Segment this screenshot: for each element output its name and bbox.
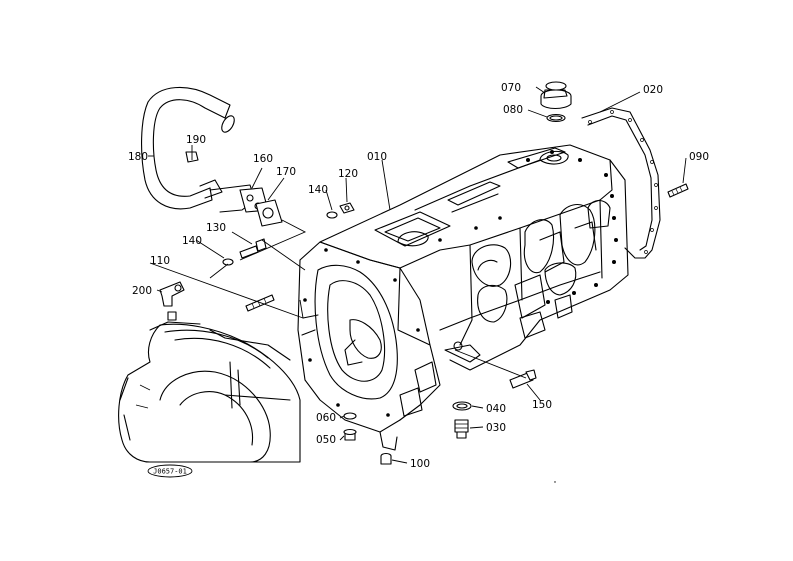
drain-plug-drawing: [452, 401, 472, 439]
bolt-150-drawing: [509, 369, 537, 389]
label-110: 110: [150, 255, 170, 267]
label-010: 010: [367, 151, 387, 163]
label-140-left: 140: [182, 235, 202, 247]
label-130: 130: [206, 222, 226, 234]
stud-090-drawing: [667, 183, 689, 198]
plug-100-drawing: [380, 452, 392, 465]
plug-050-drawing: [343, 412, 357, 441]
gasket-drawing: [581, 107, 661, 259]
label-160: 160: [253, 153, 273, 165]
label-040: 040: [486, 403, 506, 415]
label-100: 100: [410, 458, 430, 470]
label-090: 090: [689, 151, 709, 163]
nut-washer-upper-drawing: [326, 202, 355, 219]
transmission-case-drawing: [297, 144, 629, 451]
part-labels: 010 020 030 040 050 060 070 080 090 100 …: [128, 82, 709, 470]
elbow-fitting-drawing: [159, 281, 185, 307]
gasket-plates-drawing: [239, 187, 283, 227]
label-080: 080: [503, 104, 523, 116]
leader-lines: [148, 86, 687, 464]
bolt-130-drawing: [222, 238, 267, 266]
label-140-upper: 140: [308, 184, 328, 196]
label-050: 050: [316, 434, 336, 446]
breather-hose-drawing: [141, 86, 256, 213]
flywheel-housing-drawing: [118, 311, 301, 463]
label-150: 150: [532, 399, 552, 411]
label-190: 190: [186, 134, 206, 146]
filler-cap-drawing: [540, 81, 572, 123]
label-180: 180: [128, 151, 148, 163]
label-020: 020: [643, 84, 663, 96]
reference-code-badge: J0657-01: [147, 464, 193, 478]
label-200: 200: [132, 285, 152, 297]
reference-code: J0657-01: [153, 468, 187, 476]
label-170: 170: [276, 166, 296, 178]
label-070: 070: [501, 82, 521, 94]
label-120: 120: [338, 168, 358, 180]
label-060: 060: [316, 412, 336, 424]
label-030: 030: [486, 422, 506, 434]
